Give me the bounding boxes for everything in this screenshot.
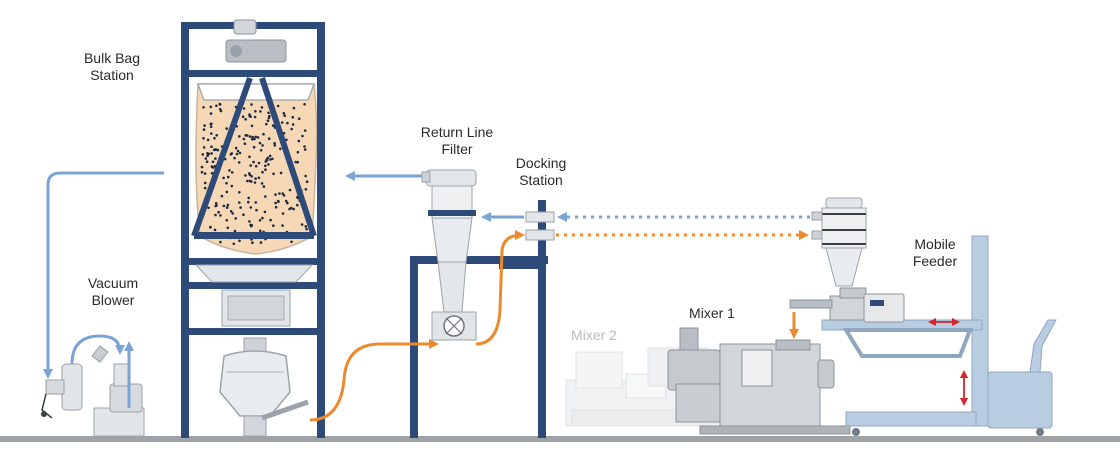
docking-station-label-line-1: Docking (515, 155, 567, 171)
bulk-bag-station-frame (181, 19, 325, 438)
docking-station-label-line-2: Station (519, 172, 563, 188)
mobile-feeder-label: Mobile Feeder (898, 236, 972, 270)
mixer-2-label: Mixer 2 (571, 327, 617, 343)
bulk-bag-station-label: Bulk Bag Station (72, 50, 152, 84)
mobile-feeder-label-line-2: Feeder (912, 253, 958, 269)
material-line-to-dock (475, 230, 525, 346)
docking-station-post (525, 211, 555, 241)
vacuum-blower-label-line-2: Blower (91, 292, 135, 308)
air-line-to-blower (43, 171, 164, 379)
mixer-1-machine (667, 327, 851, 435)
docking-station-label: Docking Station (506, 155, 576, 189)
mobile-feeder-label-line-1: Mobile (914, 236, 956, 252)
bulk-bag-station-label-line-1: Bulk Bag (83, 50, 141, 66)
vacuum-blower-unit (41, 334, 145, 437)
vacuum-receiver (811, 197, 867, 287)
mixer-1-label: Mixer 1 (689, 305, 735, 321)
bulk-bag-station-label-line-2: Station (90, 67, 134, 83)
vacuum-blower-label: Vacuum Blower (78, 275, 148, 309)
return-line-filter-label: Return Line Filter (410, 124, 504, 158)
return-line-filter-unit (410, 169, 548, 438)
vacuum-blower-label-line-1: Vacuum (87, 275, 139, 291)
material-line-to-filter (309, 339, 439, 422)
return-line-filter-label-line-2: Filter (441, 141, 473, 157)
bulk-bag (195, 83, 318, 255)
floor-line (0, 436, 1120, 442)
mobile-feeder-cart (789, 235, 1057, 436)
return-line-filter-label-line-1: Return Line (420, 124, 494, 140)
